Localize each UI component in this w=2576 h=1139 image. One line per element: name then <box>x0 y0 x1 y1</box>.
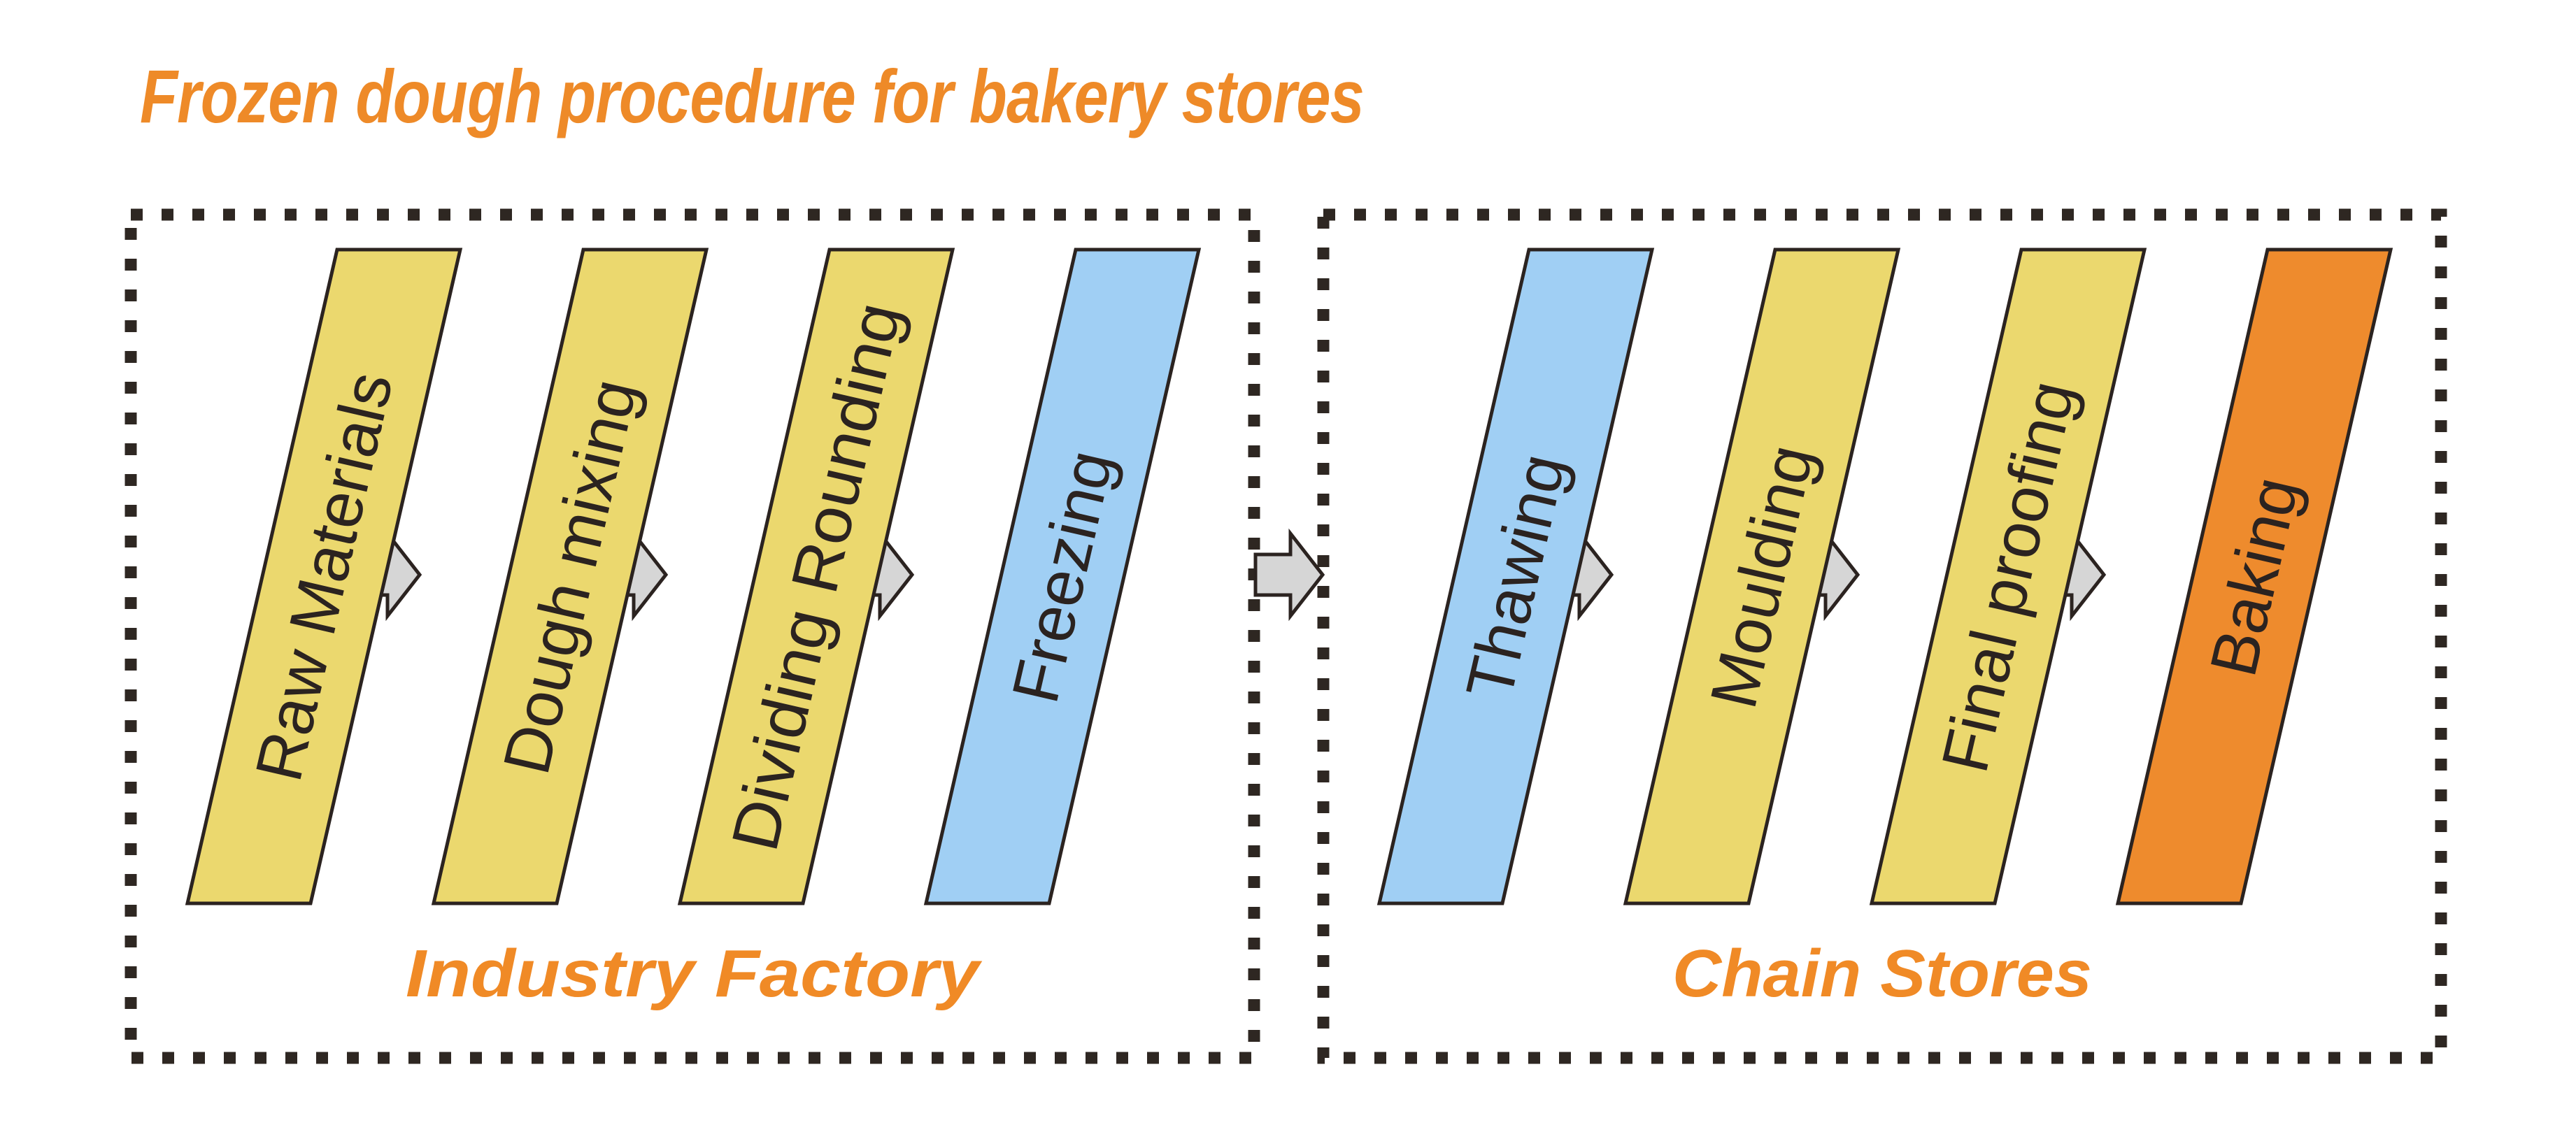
step-chain-stores-3[interactable]: Baking <box>2115 248 2393 905</box>
panel-label-chain-stores: Chain Stores <box>1672 936 2092 1011</box>
panel-border-industry-factory <box>124 208 1260 1064</box>
step-shape[interactable] <box>923 248 1202 905</box>
step-chain-stores-0[interactable]: Thawing <box>1376 248 1655 905</box>
panel-label-industry-factory: Industry Factory <box>406 936 983 1011</box>
step-shape[interactable] <box>431 248 709 905</box>
step-shape[interactable] <box>1869 248 2147 905</box>
step-shape[interactable] <box>185 248 463 905</box>
page-title: Frozen dough procedure for bakery stores <box>140 54 1364 138</box>
step-industry-factory-3[interactable]: Freezing <box>923 248 1202 905</box>
panel-border-chain-stores <box>1317 208 2447 1064</box>
step-shape[interactable] <box>2115 248 2393 905</box>
panel-bridge-arrow <box>1253 528 1325 622</box>
step-chain-stores-1[interactable]: Moulding <box>1623 248 1901 905</box>
step-shape[interactable] <box>677 248 955 905</box>
step-shape[interactable] <box>1376 248 1655 905</box>
step-shape[interactable] <box>1623 248 1901 905</box>
